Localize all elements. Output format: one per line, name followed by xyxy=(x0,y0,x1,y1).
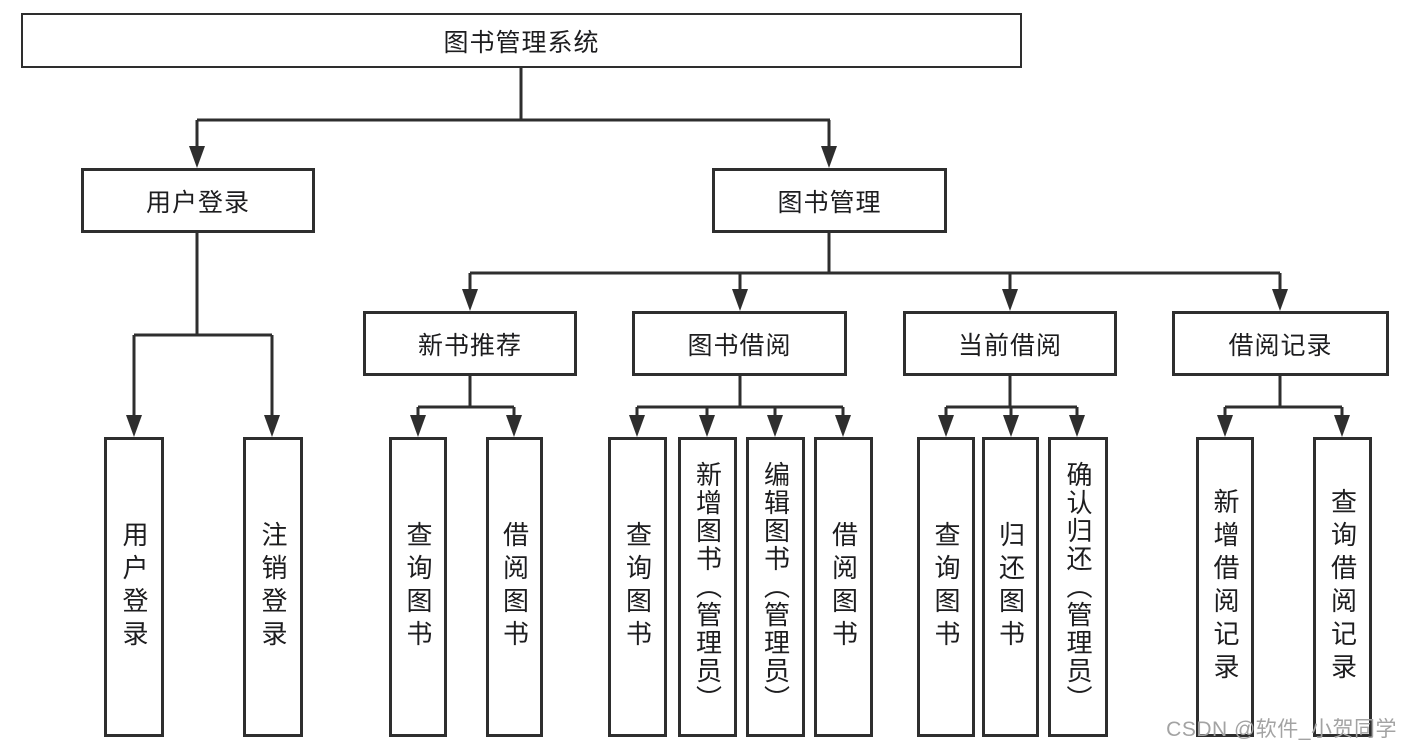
connector-login-to-leaves xyxy=(126,233,280,437)
leaf-query-book-recommend-label: 查询图书 xyxy=(403,521,433,653)
leaf-query-book-recommend: 查询图书 xyxy=(389,437,447,737)
leaf-borrow-book-recommend-label: 借阅图书 xyxy=(499,521,530,653)
connector-root-to-level2 xyxy=(189,68,837,168)
node-user-login-label: 用户登录 xyxy=(145,188,250,217)
leaf-logout-label: 注销登录 xyxy=(258,521,288,653)
leaf-add-book-admin: 新增图书（管理员） xyxy=(678,437,737,737)
leaf-query-book-borrow: 查询图书 xyxy=(608,437,667,737)
node-borrow-record: 借阅记录 xyxy=(1172,311,1389,376)
node-book-management: 图书管理 xyxy=(712,168,947,233)
node-new-book-recommend: 新书推荐 xyxy=(363,311,577,376)
leaf-query-borrow-record: 查询借阅记录 xyxy=(1313,437,1372,737)
node-current-borrow-label: 当前借阅 xyxy=(957,331,1062,360)
node-root-label: 图书管理系统 xyxy=(443,28,600,57)
leaf-confirm-return-admin: 确认归还（管理员） xyxy=(1048,437,1108,737)
leaf-query-borrow-record-label: 查询借阅记录 xyxy=(1327,488,1358,686)
connector-current-to-leaves xyxy=(938,376,1085,437)
leaf-query-book-borrow-label: 查询图书 xyxy=(622,521,653,653)
leaf-borrow-book: 借阅图书 xyxy=(814,437,873,737)
node-book-borrow: 图书借阅 xyxy=(632,311,847,376)
leaf-edit-book-admin: 编辑图书（管理员） xyxy=(746,437,805,737)
leaf-add-borrow-record: 新增借阅记录 xyxy=(1196,437,1254,737)
connector-recommend-to-leaves xyxy=(410,376,522,437)
node-borrow-record-label: 借阅记录 xyxy=(1228,331,1333,360)
leaf-borrow-book-recommend: 借阅图书 xyxy=(486,437,543,737)
node-book-management-label: 图书管理 xyxy=(777,188,882,217)
leaf-confirm-return-admin-label: 确认归还（管理员） xyxy=(1063,461,1093,713)
node-user-login: 用户登录 xyxy=(81,168,315,233)
leaf-logout: 注销登录 xyxy=(243,437,303,737)
node-book-borrow-label: 图书借阅 xyxy=(687,331,792,360)
leaf-query-book-current: 查询图书 xyxy=(917,437,975,737)
csdn-watermark: CSDN @软件_小贺同学 xyxy=(1166,718,1397,741)
leaf-query-book-current-label: 查询图书 xyxy=(931,521,961,653)
leaf-user-login-label: 用户登录 xyxy=(119,521,149,653)
leaf-borrow-book-label: 借阅图书 xyxy=(828,521,859,653)
connector-borrow-to-leaves xyxy=(629,376,851,437)
connector-record-to-leaves xyxy=(1217,376,1350,437)
leaf-return-book-label: 归还图书 xyxy=(995,521,1026,653)
leaf-user-login: 用户登录 xyxy=(104,437,164,737)
leaf-add-book-admin-label: 新增图书（管理员） xyxy=(692,461,723,713)
connector-mgmt-to-level3 xyxy=(462,233,1288,311)
leaf-return-book: 归还图书 xyxy=(982,437,1039,737)
leaf-edit-book-admin-label: 编辑图书（管理员） xyxy=(760,461,791,713)
leaf-add-borrow-record-label: 新增借阅记录 xyxy=(1210,488,1240,686)
node-new-book-recommend-label: 新书推荐 xyxy=(417,331,522,360)
node-root-system: 图书管理系统 xyxy=(21,13,1022,68)
node-current-borrow: 当前借阅 xyxy=(903,311,1117,376)
